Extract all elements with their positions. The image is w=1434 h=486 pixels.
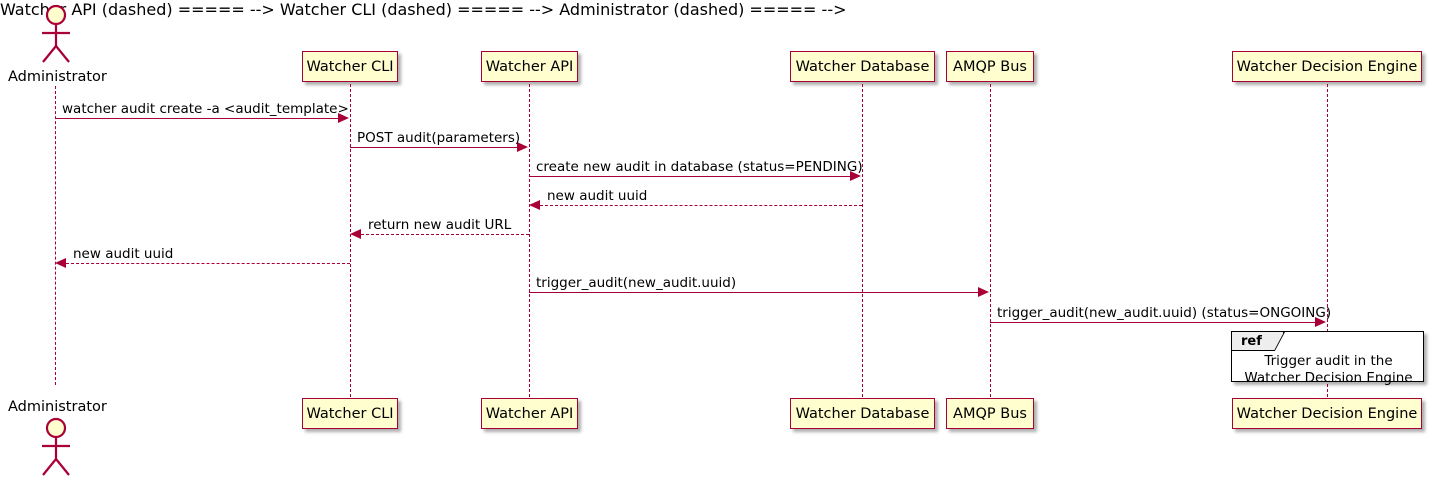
participant-watcher-database-bottom[interactable]: Watcher Database [790,398,935,429]
message-label-1: watcher audit create -a <audit_template> [62,101,349,117]
participant-watcher-cli-bottom[interactable]: Watcher CLI [302,398,398,429]
ref-fragment-text: Trigger audit in the Watcher Decision En… [1232,353,1425,387]
participant-watcher-api-bottom[interactable]: Watcher API [481,398,578,429]
participant-watcher-decision-engine-top-label: Watcher Decision Engine [1236,58,1418,75]
participant-watcher-database-top[interactable]: Watcher Database [790,51,935,82]
message-line-4 [540,205,862,206]
participant-watcher-cli-top[interactable]: Watcher CLI [302,51,398,82]
message-label-6: new audit uuid [73,246,174,262]
participant-watcher-api-bottom-label: Watcher API [485,405,574,422]
message-label-5: return new audit URL [368,217,512,233]
message-line-7 [529,292,979,293]
participant-watcher-cli-top-label: Watcher CLI [306,58,394,75]
participant-watcher-decision-engine-top[interactable]: Watcher Decision Engine [1232,51,1422,82]
actor-administrator-bottom-icon [30,415,82,485]
ref-fragment-text-line1: Trigger audit in the [1264,353,1393,369]
message-arrowhead-4 [529,200,540,210]
participant-watcher-decision-engine-bottom-label: Watcher Decision Engine [1236,405,1418,422]
lifeline-watcher-api [529,84,530,397]
message-arrowhead-2 [517,142,528,152]
message-label-3: create new audit in database (status=PEN… [536,159,863,175]
ref-fragment: ref Trigger audit in the Watcher Decisio… [1231,331,1424,386]
message-line-1 [55,118,339,119]
participant-watcher-cli-bottom-label: Watcher CLI [306,405,394,422]
lifeline-watcher-decision-engine [1327,84,1328,397]
message-arrowhead-1 [338,113,349,123]
lifeline-administrator [55,86,56,385]
ref-fragment-text-line2: Watcher Decision Engine [1244,370,1413,386]
message-line-3 [529,176,851,177]
actor-administrator-top-label: Administrator [8,69,107,85]
lifeline-watcher-database [862,84,863,397]
lifeline-watcher-cli [350,84,351,397]
message-label-7: trigger_audit(new_audit.uuid) [536,275,737,291]
message-label-4: new audit uuid [547,188,648,204]
participant-watcher-api-top[interactable]: Watcher API [481,51,578,82]
message-line-8 [990,322,1316,323]
message-arrowhead-6 [55,258,66,268]
actor-administrator-bottom-label: Administrator [8,399,107,415]
participant-amqp-bus-top-label: AMQP Bus [953,58,1027,75]
ref-fragment-tab-label: ref [1241,333,1262,349]
message-label-8: trigger_audit(new_audit.uuid) (status=ON… [997,305,1332,321]
message-line-6 [66,263,350,264]
participant-watcher-database-bottom-label: Watcher Database [795,405,930,422]
message-label-2: POST audit(parameters) [357,130,521,146]
lifeline-amqp-bus [990,84,991,397]
message-arrowhead-5 [350,229,361,239]
message-arrowhead-7 [978,287,989,297]
message-arrowhead-3 [850,171,861,181]
message-line-2 [350,147,518,148]
actor-administrator-top-icon [30,2,82,70]
participant-watcher-api-top-label: Watcher API [485,58,574,75]
message-line-5 [361,234,529,235]
participant-amqp-bus-bottom-label: AMQP Bus [953,405,1027,422]
message-arrowhead-8 [1315,317,1326,327]
participant-watcher-decision-engine-bottom[interactable]: Watcher Decision Engine [1232,398,1422,429]
participant-watcher-database-top-label: Watcher Database [795,58,930,75]
participant-amqp-bus-bottom[interactable]: AMQP Bus [946,398,1034,429]
participant-amqp-bus-top[interactable]: AMQP Bus [946,51,1034,82]
